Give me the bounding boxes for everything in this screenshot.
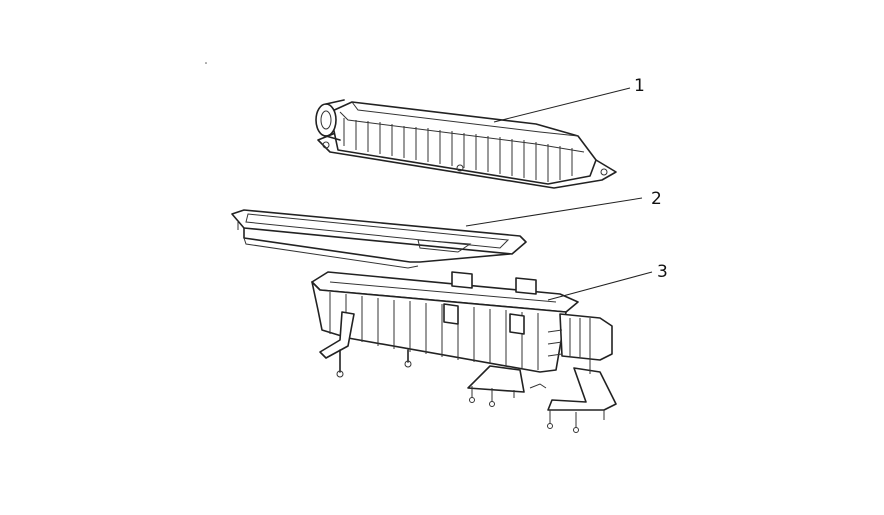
callout-2: 2 bbox=[651, 189, 662, 209]
callout-3: 3 bbox=[657, 262, 668, 282]
leader-line-2 bbox=[465, 197, 643, 227]
callout-1: 1 bbox=[634, 76, 645, 96]
part-2-filter bbox=[231, 209, 527, 269]
leader-line-3 bbox=[547, 271, 653, 301]
leader-line-1 bbox=[493, 87, 631, 123]
speck bbox=[205, 62, 207, 64]
part-3-housing bbox=[311, 271, 617, 433]
part-1-cover bbox=[315, 99, 617, 189]
